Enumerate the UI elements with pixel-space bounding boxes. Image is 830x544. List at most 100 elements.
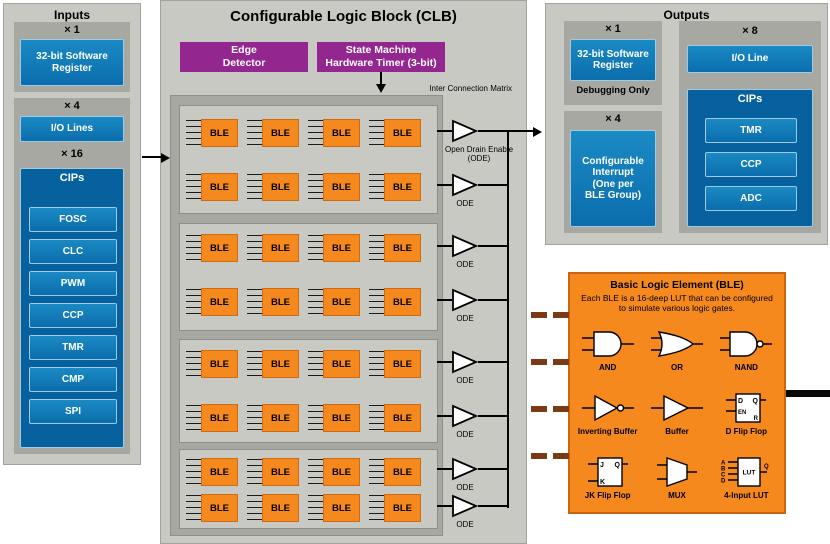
state-machine-line1: State Machine: [345, 43, 417, 56]
input-arrowhead-icon: [161, 153, 170, 163]
ble-box: BLE: [262, 173, 299, 201]
ble-box: BLE: [323, 234, 360, 262]
buffer-icon: [650, 394, 703, 422]
ble-input-lines: [308, 235, 323, 261]
ode-label: ODE: [456, 376, 474, 385]
debugging-only-label: Debugging Only: [576, 85, 650, 96]
connector-line: [437, 245, 452, 247]
outputs-panel: Outputs × 1 32-bit Software Register Deb…: [545, 3, 828, 245]
inputs-io-cips-section: × 4 I/O Lines × 16 CIPs FOSC CLC PWM CCP…: [14, 98, 130, 454]
svg-text:D: D: [721, 478, 726, 484]
gate-d-flip-flop: D Q EN R D Flip Flop: [712, 382, 781, 446]
ble-box: BLE: [201, 173, 238, 201]
ble-box: BLE: [262, 494, 299, 522]
cip-item-tmr: TMR: [705, 118, 797, 143]
ble-input-lines: [247, 459, 262, 485]
connector-line: [478, 361, 509, 363]
svg-text:LUT: LUT: [743, 469, 756, 476]
ble-input-lines: [369, 459, 384, 485]
gate-label: Buffer: [665, 426, 689, 436]
ble-input-lines: [247, 120, 262, 146]
gates-grid: AND OR NAND: [573, 318, 781, 509]
interconnection-matrix: BLE BLE BLE BLE BLE BLE BLE BLE BLE BLE BLE BLE B…: [170, 95, 443, 536]
ode-buffer-icon: [452, 288, 478, 312]
ode-buffer-icon: [452, 404, 478, 428]
ble-input-lines: [369, 495, 384, 521]
svg-text:R: R: [754, 416, 759, 422]
svg-text:Q: Q: [753, 398, 759, 405]
gate-label: NAND: [734, 363, 758, 373]
outputs-register-section: × 1 32-bit Software Register Debugging O…: [564, 21, 662, 105]
gate-label: 4-Input LUT: [724, 490, 769, 500]
ble-input-lines: [369, 405, 384, 431]
gate-4-input-lut: A B C D LUT Q 4-Input LUT: [712, 445, 781, 509]
output-arrow-line: [509, 130, 534, 132]
ble-input-lines: [308, 405, 323, 431]
ble-input-lines: [247, 351, 262, 377]
connector-line: [478, 299, 509, 301]
ble-box: BLE: [384, 288, 421, 316]
gate-mux: MUX: [642, 445, 711, 509]
ble-group-1: BLE BLE BLE BLE BLE BLE BLE BLE: [179, 105, 438, 214]
cip-item-spi: SPI: [29, 399, 117, 424]
ble-box: BLE: [262, 458, 299, 486]
ble-input-lines: [308, 351, 323, 377]
ode-buffer-icon: [452, 234, 478, 258]
configurable-interrupt-box: Configurable Interrupt (One per BLE Grou…: [570, 130, 656, 227]
edge-detector-line1: Edge: [231, 43, 257, 56]
connector-line: [478, 130, 509, 132]
ode-label: ODE: [456, 483, 474, 492]
ble-box: BLE: [384, 350, 421, 378]
ble-box: BLE: [384, 494, 421, 522]
cip-item-adc: ADC: [705, 186, 797, 211]
ble-callout: Basic Logic Element (BLE) Each BLE is a …: [568, 272, 786, 514]
ble-row: BLE BLE BLE BLE: [186, 173, 430, 201]
ble-box: BLE: [384, 458, 421, 486]
ble-box: BLE: [262, 234, 299, 262]
ble-box: BLE: [201, 458, 238, 486]
jk-flip-flop-icon: J Q K: [587, 456, 628, 487]
callout-right-connector: [786, 390, 830, 397]
gate-label: JK Flip Flop: [584, 490, 631, 500]
ble-input-lines: [247, 174, 262, 200]
outputs-cips-container: CIPs TMR CCP ADC: [687, 89, 813, 227]
inputs-panel-title: Inputs: [54, 8, 90, 22]
gate-label: D Flip Flop: [725, 426, 767, 436]
inverting-buffer-icon: [581, 394, 634, 422]
count-label-x4: × 4: [605, 113, 621, 125]
connector-line: [437, 415, 452, 417]
ble-box: BLE: [323, 173, 360, 201]
ble-box: BLE: [384, 173, 421, 201]
ble-input-lines: [186, 351, 201, 377]
ble-box: BLE: [323, 350, 360, 378]
svg-text:J: J: [600, 462, 604, 469]
connector-line: [437, 299, 452, 301]
ble-input-lines: [308, 459, 323, 485]
ble-box: BLE: [323, 494, 360, 522]
mux-icon: [656, 456, 697, 487]
svg-text:A: A: [721, 460, 726, 466]
gate-label: AND: [598, 363, 617, 373]
lut-icon: A B C D LUT Q: [721, 456, 769, 487]
inputs-register-section: × 1 32-bit Software Register: [14, 22, 130, 92]
ble-input-lines: [369, 289, 384, 315]
ode-first-label: Open Drain Enable (ODE): [444, 145, 514, 164]
interrupt-line1: Configurable: [582, 155, 644, 167]
ble-box: BLE: [262, 350, 299, 378]
connector-line: [437, 130, 452, 132]
input-arrow-line: [142, 156, 163, 158]
d-flip-flop-icon: D Q EN R: [726, 393, 767, 423]
io-line-box: I/O Line: [687, 45, 813, 73]
ble-input-lines: [369, 120, 384, 146]
gate-label: OR: [670, 363, 683, 373]
ble-input-lines: [186, 405, 201, 431]
ode-label: ODE: [456, 430, 474, 439]
timer-arrow-line: [380, 72, 382, 86]
ble-box: BLE: [384, 234, 421, 262]
ble-box: BLE: [201, 350, 238, 378]
